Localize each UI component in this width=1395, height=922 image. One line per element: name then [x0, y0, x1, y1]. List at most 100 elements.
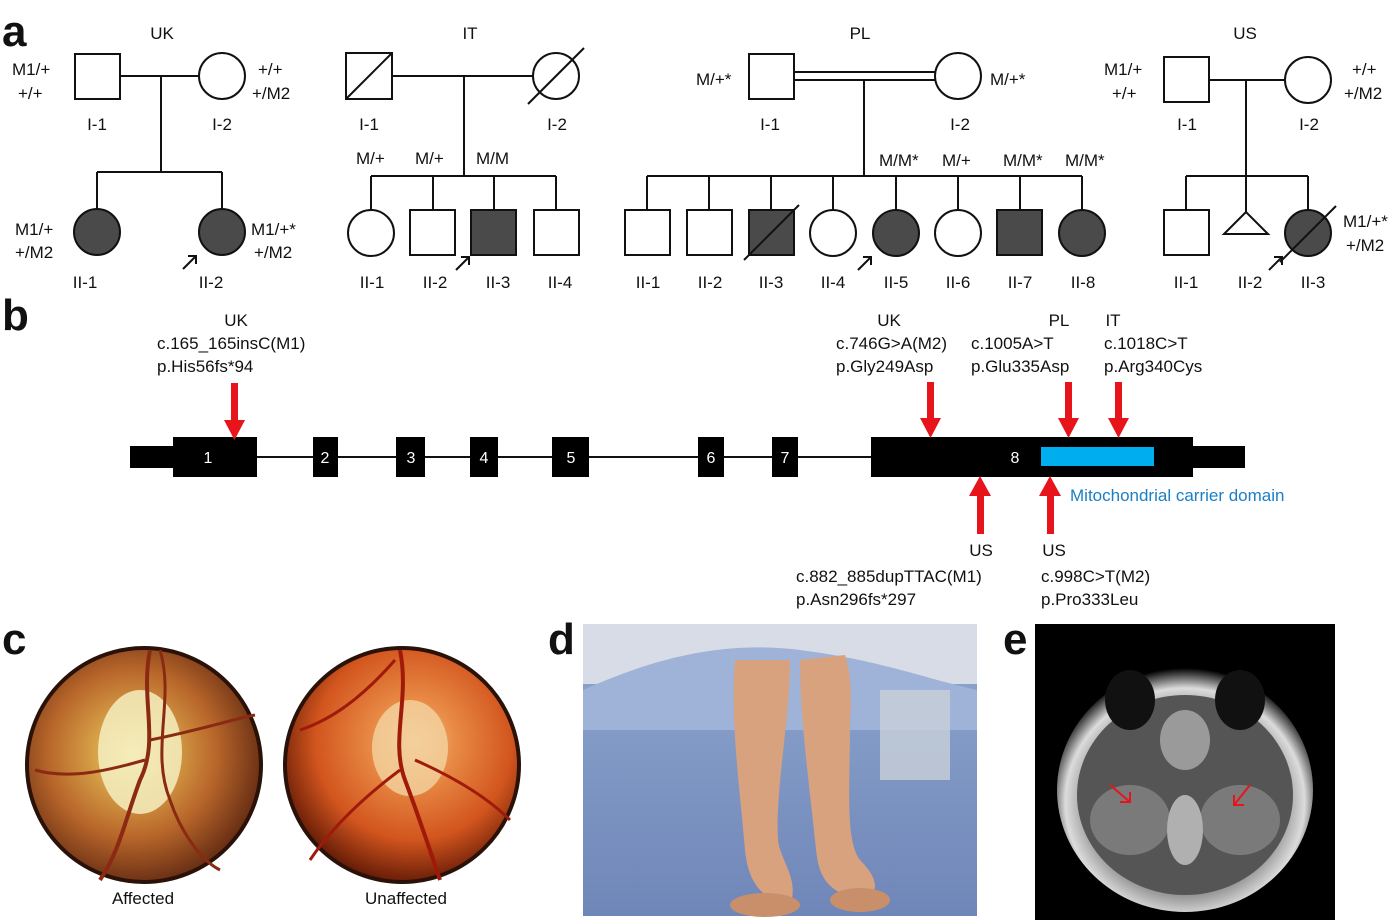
- mutation-family: UK: [877, 311, 901, 330]
- proband-arrow: [182, 255, 197, 270]
- individual-id: II-1: [636, 273, 661, 292]
- genotype: M/+*: [696, 70, 732, 89]
- genotype: M/+: [415, 149, 444, 168]
- proband-symbol: [470, 209, 517, 256]
- mutation-protein: p.Pro333Leu: [1041, 590, 1138, 609]
- exon-label: 2: [321, 450, 330, 467]
- proband-arrow: [857, 256, 872, 271]
- mutation-family: PL: [1049, 311, 1070, 330]
- genotype: M/+: [942, 151, 971, 170]
- individual-id: I-1: [359, 115, 379, 134]
- pedigree-us: US M1/+ +/+ +/+ +/M2 I-1 I-2 M1/+* +/M2 …: [1104, 24, 1388, 292]
- individual-id: I-1: [87, 115, 107, 134]
- individual-id: II-8: [1071, 273, 1096, 292]
- family-name: UK: [150, 24, 174, 43]
- individual-id: I-1: [1177, 115, 1197, 134]
- family-name: US: [1233, 24, 1257, 43]
- mutation-cdna: c.165_165insC(M1): [157, 334, 305, 353]
- genotype: M1/+: [15, 220, 53, 239]
- individual-id: II-3: [759, 273, 784, 292]
- individual-id: I-2: [1299, 115, 1319, 134]
- panel-label-e: e: [1003, 615, 1027, 664]
- mutation-family: UK: [224, 311, 248, 330]
- mutation-protein: p.Glu335Asp: [971, 357, 1069, 376]
- genotype: M1/+: [1104, 60, 1142, 79]
- individual-id: II-2: [199, 273, 224, 292]
- individual-id: II-3: [1301, 273, 1326, 292]
- genotype: +/+: [1112, 84, 1137, 103]
- individual-id: II-2: [698, 273, 723, 292]
- lesion-arrows: [1109, 784, 1251, 806]
- mutation-family: IT: [1105, 311, 1120, 330]
- proband-symbol: [198, 208, 246, 256]
- gene-diagram: 1 2 3 4 5 6 7 8 Mitochondrial carrier do…: [130, 311, 1284, 609]
- exon-3: [396, 437, 425, 477]
- proband-arrow: [1268, 256, 1283, 271]
- exon-label: 7: [781, 450, 790, 467]
- exon-label: 6: [707, 450, 716, 467]
- fundus-affected-image: [25, 646, 263, 884]
- mother-symbol: [198, 52, 246, 100]
- genotype: +/+: [1352, 60, 1377, 79]
- family-name: PL: [850, 24, 871, 43]
- genotype: M/M*: [1065, 151, 1105, 170]
- fundus-unaffected-image: [283, 646, 521, 884]
- legs-photo: [583, 624, 977, 917]
- father-symbol: [74, 53, 121, 100]
- individual-id: I-1: [760, 115, 780, 134]
- mitochondrial-carrier-domain: [1041, 447, 1154, 466]
- genotype: +/+: [18, 84, 43, 103]
- mutation-protein: p.His56fs*94: [157, 357, 253, 376]
- individual-id: II-1: [360, 273, 385, 292]
- mutation-protein: p.Gly249Asp: [836, 357, 933, 376]
- genotype: +/M2: [1344, 84, 1382, 103]
- individual-id: II-5: [884, 273, 909, 292]
- pedigree-pl: PL M/+* M/+* I-1 I-2 M/M* M/+ M/M* M/M* …: [624, 24, 1106, 292]
- mutation-protein: p.Asn296fs*297: [796, 590, 916, 609]
- mutation-arrows-top: [224, 382, 1129, 440]
- individual-id: I-2: [950, 115, 970, 134]
- proband-symbol: [872, 209, 920, 257]
- individual-id: II-3: [486, 273, 511, 292]
- family-name: IT: [462, 24, 477, 43]
- genotype: M1/+*: [251, 220, 296, 239]
- genotype: +/M2: [252, 84, 290, 103]
- genotype: M/M: [476, 149, 509, 168]
- affected-caption: Affected: [112, 889, 174, 908]
- genotype: M/+: [356, 149, 385, 168]
- mutation-cdna: c.1005A>T: [971, 334, 1054, 353]
- mutation-cdna: c.882_885dupTTAC(M1): [796, 567, 982, 586]
- panel-label-b: b: [2, 291, 29, 340]
- unaffected-caption: Unaffected: [365, 889, 447, 908]
- individual-id: II-2: [423, 273, 448, 292]
- exon-7: [772, 437, 798, 477]
- mutation-protein: p.Arg340Cys: [1104, 357, 1202, 376]
- exon-label: 4: [480, 450, 489, 467]
- panel-label-c: c: [2, 615, 26, 664]
- mutation-cdna: c.1018C>T: [1104, 334, 1188, 353]
- proband-arrow: [455, 256, 470, 271]
- mri-image: [1035, 624, 1335, 920]
- individual-id: II-1: [1174, 273, 1199, 292]
- mutation-family: US: [1042, 541, 1066, 560]
- exon-4: [470, 437, 498, 477]
- individual-id: II-4: [548, 273, 573, 292]
- exon-label: 5: [567, 450, 576, 467]
- genotype: M/M*: [879, 151, 919, 170]
- exon-label: 8: [1011, 450, 1020, 467]
- individual-id: I-2: [547, 115, 567, 134]
- domain-label: Mitochondrial carrier domain: [1070, 486, 1284, 505]
- panel-label-a: a: [2, 7, 27, 56]
- miscarriage-symbol: [1221, 210, 1271, 235]
- genotype: +/M2: [15, 243, 53, 262]
- pedigree-it: IT M/+ M/+ M/M I-1 I-2 II-1 II-2 II-3 II…: [345, 24, 585, 292]
- individual-id: II-1: [73, 273, 98, 292]
- genotype: M/+*: [990, 70, 1026, 89]
- individual-id: II-6: [946, 273, 971, 292]
- genotype: M/M*: [1003, 151, 1043, 170]
- genotype: M1/+: [12, 60, 50, 79]
- panel-label-d: d: [548, 615, 575, 664]
- individual-id: II-2: [1238, 273, 1263, 292]
- mutation-cdna: c.998C>T(M2): [1041, 567, 1150, 586]
